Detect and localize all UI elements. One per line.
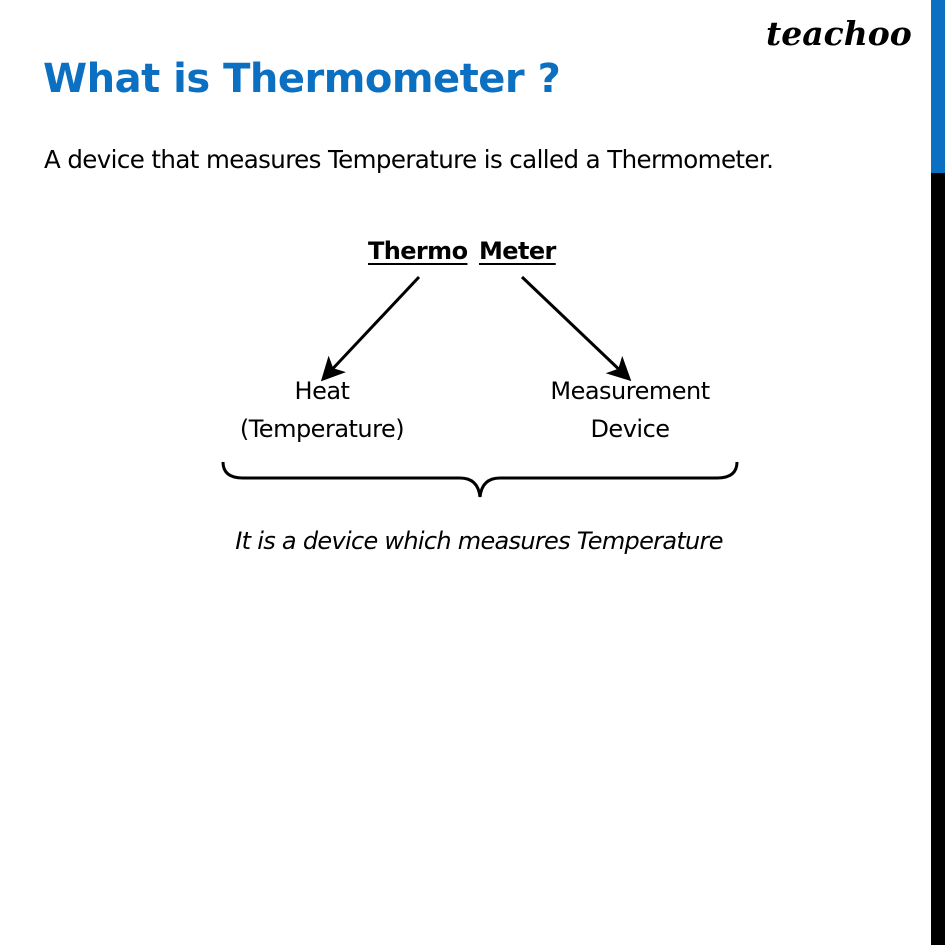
- meaning-heat-line2: (Temperature): [239, 415, 405, 443]
- side-accent-bar-black: [931, 173, 945, 945]
- definition-text: A device that measures Temperature is ca…: [44, 145, 774, 174]
- meaning-measurement-line1: Measurement: [550, 377, 710, 405]
- curly-brace-icon: [221, 461, 739, 498]
- arrow-to-heat-icon: [320, 275, 421, 382]
- arrow-to-measurement-icon: [520, 275, 632, 382]
- side-accent-bar-blue: [931, 0, 945, 173]
- meaning-heat: Heat (Temperature): [220, 372, 424, 448]
- teachoo-logo: teachoo: [766, 14, 912, 53]
- meaning-measurement-line2: Device: [590, 415, 670, 443]
- page-title: What is Thermometer ?: [43, 56, 561, 102]
- meaning-heat-line1: Heat: [294, 377, 350, 405]
- word-part-meter: Meter: [479, 237, 556, 265]
- meaning-measurement: Measurement Device: [528, 372, 732, 448]
- conclusion-text: It is a device which measures Temperatur…: [235, 527, 723, 555]
- word-part-thermo: Thermo: [368, 237, 468, 265]
